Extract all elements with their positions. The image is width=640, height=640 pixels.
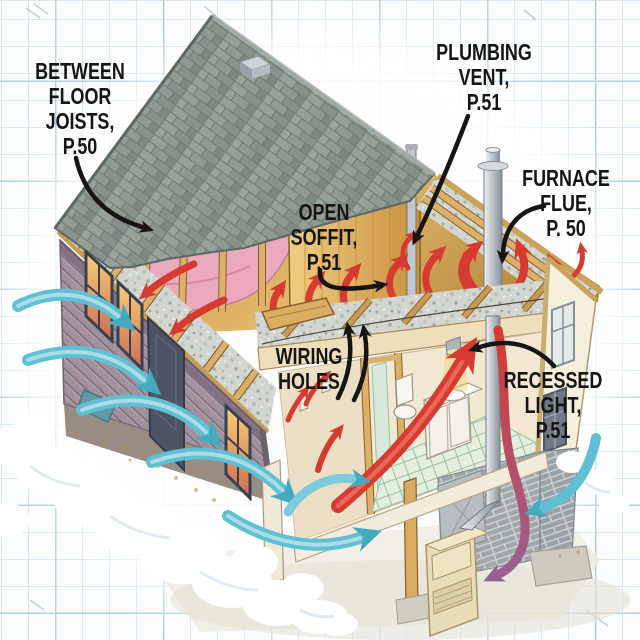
open-soffit-opening [260,297,336,331]
cold-air-arrows [12,288,601,552]
furnace [424,525,490,638]
gable-window-lower [543,386,567,454]
arrow-recessed-light [467,340,557,369]
rake-edge [53,15,214,229]
furnace-flue-pipe [477,147,509,301]
arrow-between-floor-joists [73,155,155,233]
arrow-plumbing-vent [412,113,471,246]
window-lower-corner [224,402,252,502]
slate-roof [53,13,436,270]
label-furnace-flue: FURNACE FLUE, P. 50 [522,165,610,241]
arrow-wiring-holes-1 [335,321,356,401]
ridge-cap [210,13,436,177]
toilet [393,373,417,420]
wall-cavity-arrow [483,325,530,582]
roof-vent [238,55,272,79]
arrow-furnace-flue [496,203,547,265]
annotation-arrows [73,113,557,403]
label-recessed-light: RECESSED LIGHT, P.51 [503,367,603,443]
arrow-wiring-holes-2 [351,323,372,403]
label-open-soffit: OPEN SOFFIT, P.51 [290,199,358,275]
label-wiring-holes: WIRING HOLES [275,343,343,394]
warm-air-arrows-interior [285,325,530,582]
footing [529,545,593,587]
corner-board [259,429,271,473]
label-plumbing-vent: PLUMBING VENT, P.51 [436,39,532,115]
electrical-wire [261,295,567,345]
label-between-floor-joists: BETWEEN FLOOR JOISTS, P.50 [35,58,125,159]
gable-window-upper [551,300,575,370]
flue-elbow [458,499,501,531]
snow-drifts [0,414,629,636]
arrow-open-soffit [317,267,389,293]
